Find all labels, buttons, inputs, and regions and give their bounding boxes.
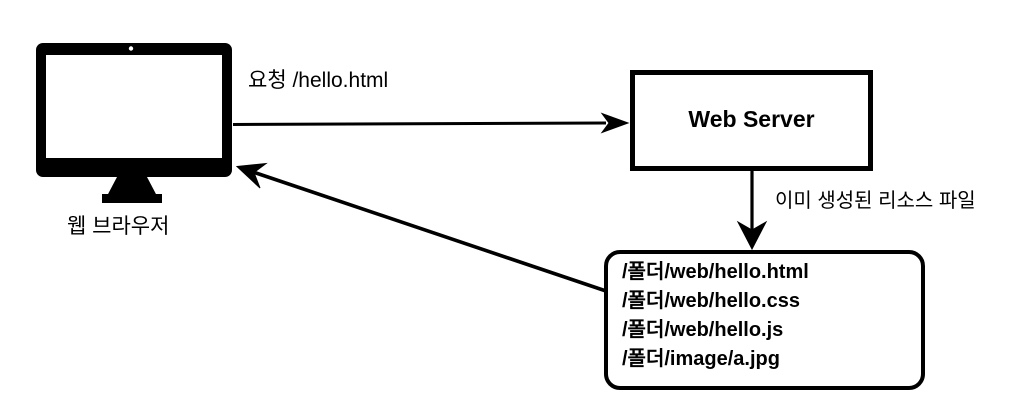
lookup-edge-label: 이미 생성된 리소스 파일 [775, 190, 976, 212]
response-arrow-head [235, 162, 268, 189]
request-edge-label: 요청 /hello.html [248, 69, 389, 92]
request-arrow-shaft [232, 121, 607, 126]
request-arrow [232, 112, 630, 134]
response-arrow [235, 162, 608, 293]
list-item: /폴더/web/hello.js [622, 319, 784, 341]
response-arrow-shaft [254, 171, 608, 293]
resource-file-list: /폴더/web/hello.html /폴더/web/hello.css /폴더… [622, 258, 809, 374]
list-item: /폴더/web/hello.css [622, 290, 800, 312]
monitor-camera-dot [128, 46, 134, 51]
list-item: /폴더/image/a.jpg [622, 348, 780, 370]
monitor-stand-base [102, 194, 162, 203]
web-server-node-label: Web Server [688, 106, 815, 132]
web-server-box [630, 70, 873, 171]
lookup-arrow-head [736, 220, 768, 251]
list-item: /폴더/web/hello.html [622, 261, 809, 283]
browser-node-label: 웹 브라우저 [67, 215, 170, 238]
monitor-screen [46, 55, 222, 158]
desktop-monitor-icon [36, 43, 232, 203]
lookup-arrow [736, 170, 768, 251]
resource-files-box [604, 250, 925, 390]
monitor-stand-neck [107, 177, 157, 196]
request-arrow-head [600, 112, 630, 134]
